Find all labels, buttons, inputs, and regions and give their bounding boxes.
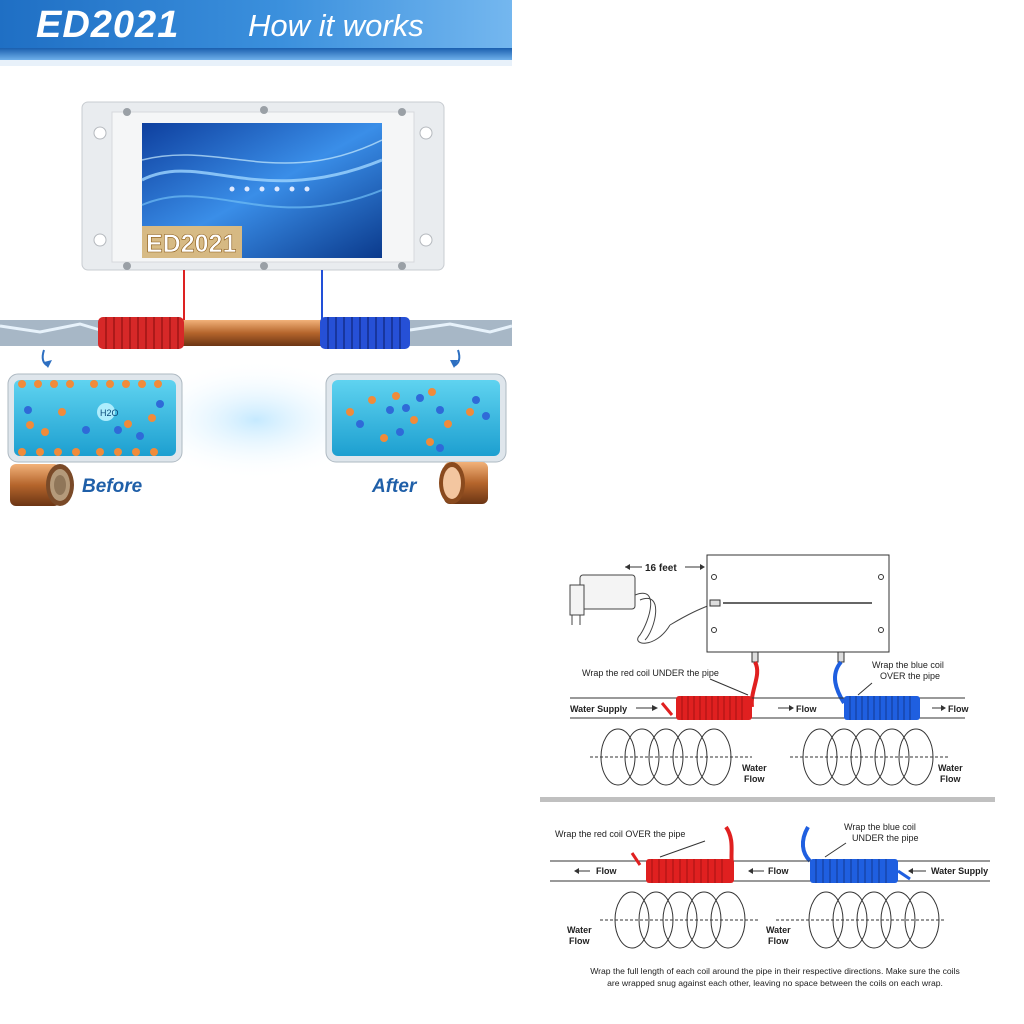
before-label: Before: [82, 476, 143, 497]
installation-diagram: 16 feet Wrap the red coil UNDER the pipe…: [540, 545, 1010, 1015]
bottom-spiral-left: [600, 891, 760, 949]
top-blue-coil: [844, 696, 920, 720]
before-pipe-section: [10, 464, 74, 506]
blue-coil: [320, 317, 410, 349]
bottom-water-flow-1a: Water: [567, 925, 592, 935]
bottom-water-flow-1b: Flow: [569, 936, 590, 946]
red-coil: [98, 317, 184, 349]
wiring-diagram: 16 feet Wrap the red coil UNDER the pipe…: [540, 554, 995, 988]
top-water-supply-label: Water Supply: [570, 704, 627, 714]
bottom-red-note: Wrap the red coil OVER the pipe: [555, 829, 685, 839]
top-red-note: Wrap the red coil UNDER the pipe: [582, 668, 719, 678]
after-label: After: [372, 476, 417, 497]
bottom-flow-label-2: Flow: [768, 866, 789, 876]
copper-pipe: [0, 320, 512, 346]
section-divider: [540, 797, 995, 802]
top-flow-label-2: Flow: [948, 704, 969, 714]
top-blue-note-1: Wrap the blue coil: [872, 660, 944, 670]
brand-title: ED2021: [36, 4, 180, 46]
top-water-flow-1a: Water: [742, 763, 767, 773]
bottom-blue-coil: [810, 859, 911, 883]
bottom-flow-label-1: Flow: [596, 866, 617, 876]
instruction-line-2: are wrapped snug against each other, lea…: [607, 978, 943, 988]
after-pipe-section: [439, 462, 488, 504]
header-band: ED2021 How it works: [0, 0, 512, 60]
device-box: ED2021: [81, 101, 445, 271]
top-red-coil: [660, 696, 752, 720]
top-water-flow-1b: Flow: [744, 774, 765, 784]
product-illustration: ED2021: [0, 101, 512, 506]
indicator-leds: [229, 186, 310, 192]
top-water-flow-2b: Flow: [940, 774, 961, 784]
header-subtitle: How it works: [248, 8, 424, 43]
power-adapter: [569, 574, 711, 644]
before-water-box: H2O: [7, 373, 183, 463]
bottom-blue-note-2: UNDER the pipe: [852, 833, 919, 843]
top-water-flow-2a: Water: [938, 763, 963, 773]
instruction-line-1: Wrap the full length of each coil around…: [590, 966, 960, 976]
bottom-blue-note-1: Wrap the blue coil: [844, 822, 916, 832]
how-it-works-panel: ED2021 How it works: [0, 0, 512, 512]
bottom-spiral-right: [776, 891, 946, 949]
device-label: ED2021: [146, 230, 236, 258]
top-spiral-left: [590, 728, 752, 786]
cable-length-label: 16 feet: [645, 563, 677, 574]
top-spiral-right: [790, 728, 950, 786]
molecule-label: H2O: [100, 408, 119, 418]
bottom-water-supply-label: Water Supply: [931, 866, 988, 876]
after-water-box: [325, 373, 507, 463]
bottom-water-flow-2b: Flow: [768, 936, 789, 946]
bottom-water-flow-2a: Water: [766, 925, 791, 935]
device-outline: [706, 554, 890, 663]
bottom-red-coil: [630, 852, 734, 883]
top-flow-label-1: Flow: [796, 704, 817, 714]
top-blue-note-2: OVER the pipe: [880, 671, 940, 681]
